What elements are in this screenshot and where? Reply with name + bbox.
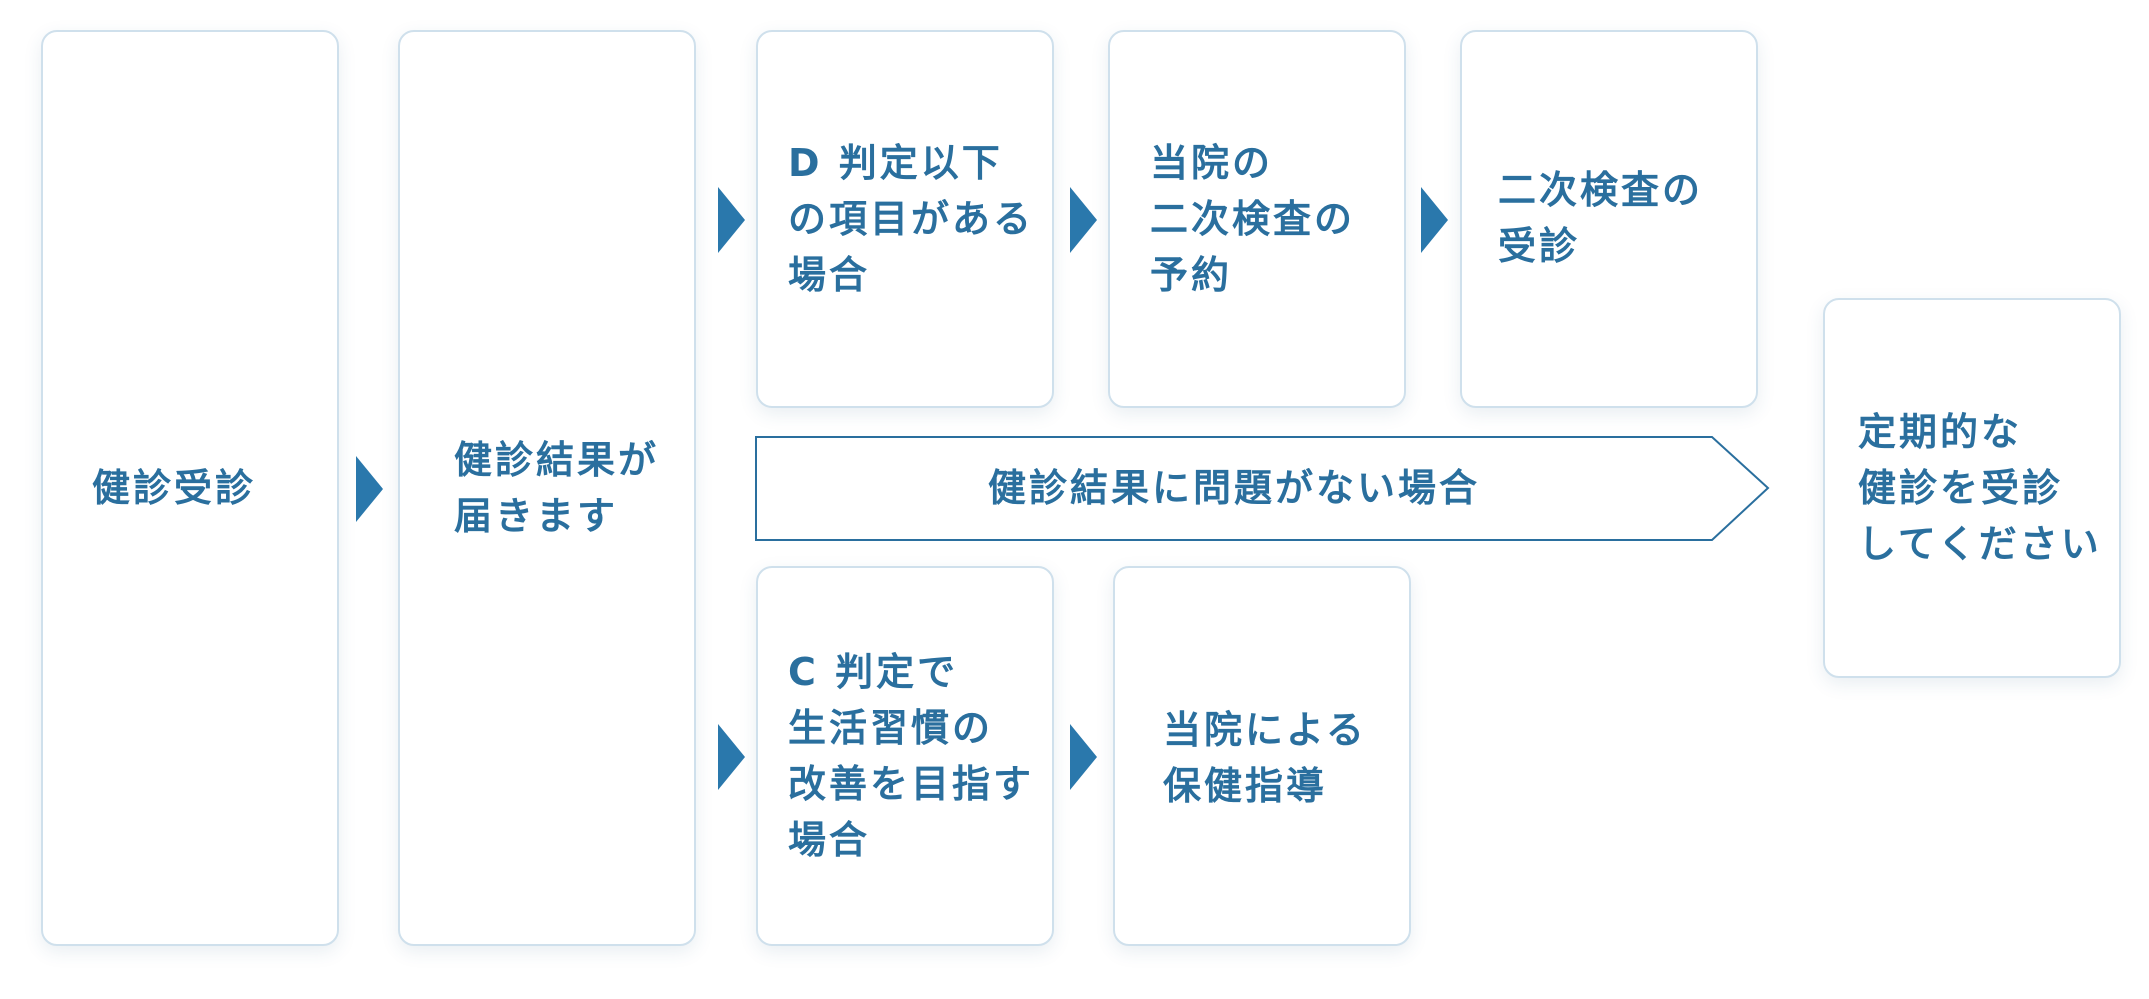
checkup-card: 健診受診 xyxy=(41,30,339,946)
d-case-label: D 判定以下 の項目がある 場合 xyxy=(788,141,1035,297)
secondary-label: 二次検査の 受診 xyxy=(1498,168,1704,268)
arrow-to-guidance xyxy=(1070,724,1097,790)
guidance-label: 当院による 保健指導 xyxy=(1163,708,1367,808)
reserve-label: 当院の 二次検査の 予約 xyxy=(1150,141,1356,297)
reserve-card: 当院の 二次検査の 予約 xyxy=(1108,30,1406,408)
arrow-to-c-case xyxy=(718,724,745,790)
checkup-label: 健診受診 xyxy=(92,466,257,510)
guidance-card: 当院による 保健指導 xyxy=(1113,566,1411,946)
arrow-to-reserve xyxy=(1070,187,1097,253)
no-problem-banner-label: 健診結果に問題がない場合 xyxy=(987,466,1480,510)
d-case-card: D 判定以下 の項目がある 場合 xyxy=(756,30,1054,408)
regular-checkup-label: 定期的な 健診を受診 してください xyxy=(1858,410,2102,566)
arrow-to-results xyxy=(356,456,383,522)
c-case-card: C 判定で 生活習慣の 改善を目指す 場合 xyxy=(756,566,1054,946)
secondary-card: 二次検査の 受診 xyxy=(1460,30,1758,408)
arrow-to-d-case xyxy=(718,187,745,253)
results-label: 健診結果が 届きます xyxy=(454,438,660,538)
arrow-to-secondary xyxy=(1421,187,1448,253)
regular-checkup-card: 定期的な 健診を受診 してください xyxy=(1823,298,2121,678)
results-card: 健診結果が 届きます xyxy=(398,30,696,946)
c-case-label: C 判定で 生活習慣の 改善を目指す 場合 xyxy=(788,650,1035,862)
